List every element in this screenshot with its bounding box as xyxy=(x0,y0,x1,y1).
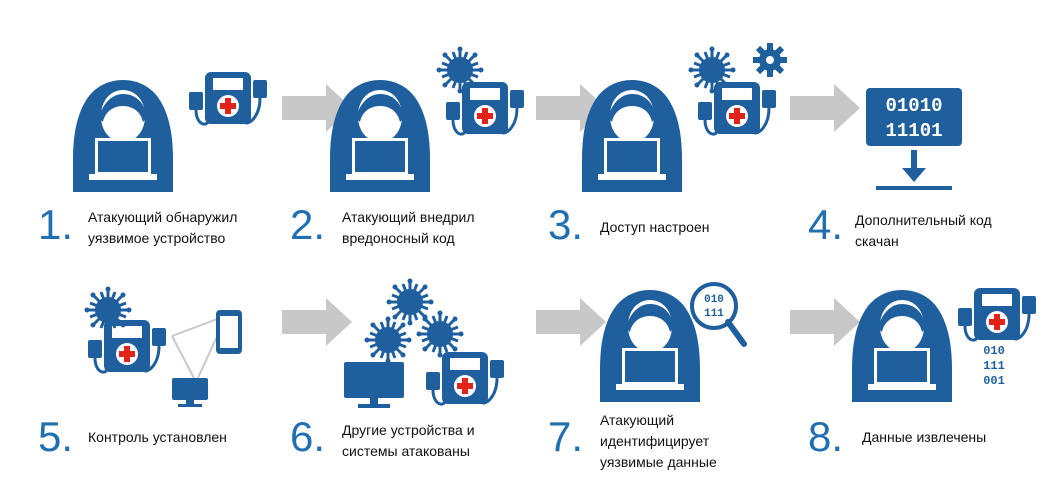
gear-icon xyxy=(753,43,787,77)
monitor-icon xyxy=(172,378,208,407)
monitor-icon xyxy=(344,362,404,408)
binary-line: 111 xyxy=(983,359,1005,373)
step-caption: Атакующий обнаружил уязвимое устройство xyxy=(88,207,237,249)
caption-line: Атакующий xyxy=(600,412,675,428)
hacker-icon xyxy=(852,290,952,402)
binary-line: 11101 xyxy=(885,120,942,142)
step-number: 7. xyxy=(548,413,584,460)
hacker-icon xyxy=(600,290,700,402)
caption-line: Атакующий обнаружил xyxy=(88,209,238,225)
caption-line: вредоносный код xyxy=(342,230,455,246)
network-links xyxy=(171,317,221,383)
caption-line: уязвимые данные xyxy=(600,454,717,470)
step-7-illustration: 010 111 xyxy=(600,282,747,402)
step-5-illustration xyxy=(83,285,242,407)
arrow-icon xyxy=(536,298,606,346)
step-2-illustration xyxy=(330,45,526,192)
step-caption: Дополнительный код скачан xyxy=(855,210,992,252)
hacker-icon xyxy=(330,80,430,192)
arrow-icon xyxy=(790,298,860,346)
virus-icon xyxy=(415,309,465,359)
medical-device-icon xyxy=(424,352,506,406)
step-number: 1. xyxy=(38,201,74,248)
step-number: 4. xyxy=(808,201,844,248)
virus-icon xyxy=(83,285,133,335)
step-6-illustration xyxy=(344,277,506,408)
step-caption: Атакующий внедрил вредоносный код xyxy=(342,207,475,249)
caption-line: Контроль установлен xyxy=(88,429,227,445)
caption-line: системы атакованы xyxy=(342,443,470,459)
virus-icon xyxy=(363,315,413,365)
step-number: 3. xyxy=(548,201,584,248)
step-caption: Доступ настроен xyxy=(600,217,709,238)
step-3-illustration xyxy=(582,43,787,192)
step-number: 8. xyxy=(808,413,844,460)
medical-device-icon xyxy=(187,72,269,126)
hacker-icon xyxy=(582,80,682,192)
medical-device-icon xyxy=(444,82,526,136)
caption-line: скачан xyxy=(855,233,899,249)
binary-line: 111 xyxy=(704,308,724,320)
smartphone-icon xyxy=(216,310,242,354)
binary-line: 01010 xyxy=(885,95,942,117)
hacker-icon xyxy=(73,80,173,192)
arrow-icon xyxy=(282,298,352,346)
step-1-illustration xyxy=(73,72,269,192)
step-4-illustration: 01010 11101 xyxy=(866,88,962,190)
caption-line: Данные извлечены xyxy=(862,429,987,445)
step-caption: Данные извлечены xyxy=(862,427,986,448)
medical-device-icon xyxy=(86,320,168,374)
caption-line: Атакующий внедрил xyxy=(342,209,475,225)
binary-line: 001 xyxy=(983,374,1005,388)
caption-line: Другие устройства и xyxy=(342,422,475,438)
caption-line: идентифицирует xyxy=(600,433,710,449)
virus-icon xyxy=(435,45,485,95)
caption-line: уязвимое устройство xyxy=(88,230,226,246)
step-caption: Другие устройства и системы атакованы xyxy=(342,420,475,462)
medical-device-icon xyxy=(696,82,778,136)
step-8-illustration: 010 111 001 xyxy=(852,288,1038,402)
binary-line: 010 xyxy=(983,344,1005,358)
virus-icon xyxy=(687,45,737,95)
caption-line: Доступ настроен xyxy=(600,219,710,235)
step-caption: Атакующий идентифицирует уязвимые данные xyxy=(600,410,717,473)
caption-line: Дополнительный код xyxy=(855,212,992,228)
step-number: 5. xyxy=(38,413,74,460)
step-number: 2. xyxy=(290,201,326,248)
medical-device-icon xyxy=(956,288,1038,342)
arrow-icon xyxy=(790,84,860,132)
magnifier-icon xyxy=(690,282,747,347)
step-number: 6. xyxy=(290,413,326,460)
step-caption: Контроль установлен xyxy=(88,427,227,448)
binary-panel-icon xyxy=(866,88,962,146)
download-arrow-icon xyxy=(876,150,952,190)
binary-line: 010 xyxy=(704,294,724,306)
